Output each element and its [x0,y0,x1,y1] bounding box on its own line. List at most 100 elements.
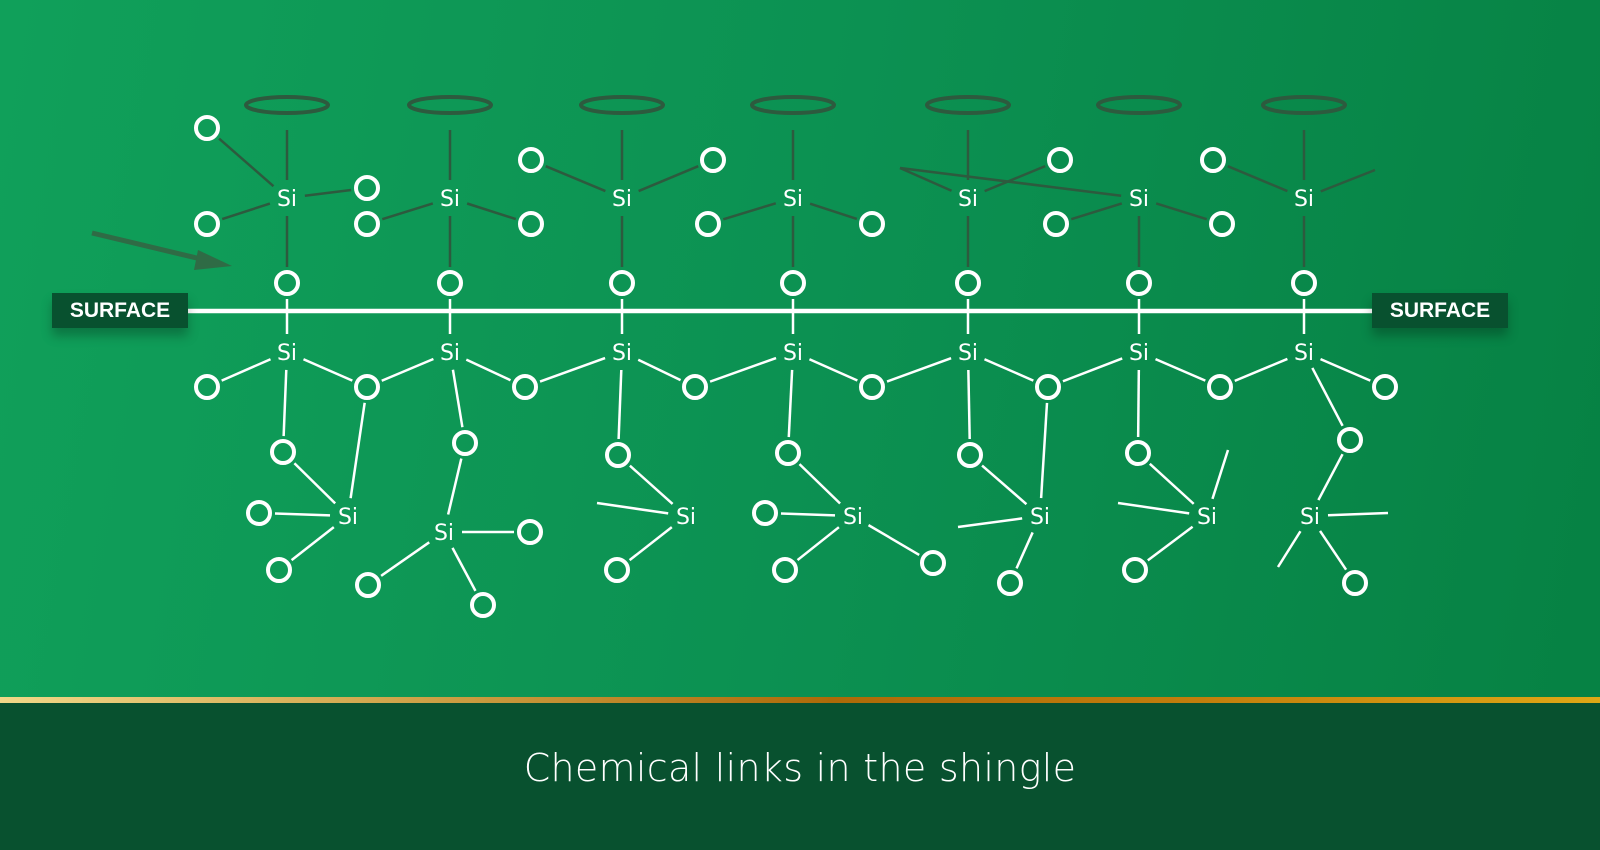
top-ring [1096,95,1182,115]
lower-bond [1318,530,1348,571]
silicon-atom-label: Si [958,187,978,212]
lower-bond [465,358,512,382]
oxygen-atom [354,175,380,201]
upper-bond [722,202,777,221]
upper-bond [221,202,271,221]
lower-bond [787,369,794,438]
lower-bond [981,464,1028,506]
oxygen-atom [470,592,496,618]
oxygen-atom [1342,570,1368,596]
lower-bond [1062,357,1123,383]
silicon-atom-label: Si [338,505,358,530]
lower-bond [1147,525,1194,562]
upper-bond [1320,168,1376,193]
oxygen-atom [270,439,296,465]
lower-bond [451,369,464,428]
upper-bond [984,164,1046,193]
oxygen-atom [437,270,463,296]
oxygen-atom [604,557,630,583]
lower-bond [780,512,836,517]
upper-bond [1227,165,1288,193]
lower-bond [1155,357,1206,382]
oxygen-atom [1126,270,1152,296]
lower-bond [1311,367,1344,427]
lower-bond [1317,453,1344,501]
oxygen-atom [609,270,635,296]
oxygen-atom [1047,147,1073,173]
oxygen-atom [354,211,380,237]
caption-band [0,703,1600,850]
arrow-head-icon [194,250,232,270]
lower-bond [1234,357,1288,383]
oxygen-atom [752,500,778,526]
oxygen-atom [1209,211,1235,237]
oxygen-atom [194,115,220,141]
oxygen-atom [194,211,220,237]
silicon-atom-label: Si [843,505,863,530]
lower-bond [1211,449,1230,500]
lower-bond [221,358,272,382]
oxygen-atom [920,550,946,576]
oxygen-atom [1122,557,1148,583]
lower-bond [709,356,777,383]
lower-bond [796,526,840,562]
oxygen-atom [1035,374,1061,400]
silicon-atom-label: Si [612,187,632,212]
silicon-atom-label: Si [277,187,297,212]
silicon-atom-label: Si [958,341,978,366]
oxygen-atom [997,570,1023,596]
lower-bond [451,547,477,592]
upper-bond [899,166,953,192]
lower-bond [617,369,623,440]
oxygen-atom [518,211,544,237]
oxygen-atom [517,519,543,545]
lower-bond [349,402,366,499]
oxygen-atom [780,270,806,296]
oxygen-atom [512,374,538,400]
oxygen-atom [246,500,272,526]
upper-bond [638,165,699,193]
lower-bond [1148,462,1195,505]
silicon-atom-label: Si [1300,505,1320,530]
silicon-atom-label: Si [1129,187,1149,212]
lower-bond [967,369,971,440]
lower-bond [1276,530,1302,568]
oxygen-atom [354,374,380,400]
oxygen-atom [274,270,300,296]
upper-bond [1155,202,1208,221]
lower-bond [446,458,463,515]
oxygen-atom [859,374,885,400]
silicon-atom-label: Si [1129,341,1149,366]
upper-bond [809,202,858,221]
top-ring [579,95,665,115]
lower-bond [1039,402,1049,499]
oxygen-atom [859,211,885,237]
upper-bond [1070,202,1123,221]
oxygen-atom [955,270,981,296]
top-ring [1261,95,1347,115]
oxygen-atom [194,374,220,400]
oxygen-atom [1043,211,1069,237]
oxygen-atom [772,557,798,583]
oxygen-atom [355,572,381,598]
oxygen-atom [1372,374,1398,400]
silicon-atom-label: Si [1197,505,1217,530]
oxygen-atom [1337,427,1363,453]
silicon-atom-label: Si [434,521,454,546]
lower-bond [867,524,920,556]
lower-bond [1320,357,1371,382]
lower-bond [290,526,335,562]
oxygen-atom [1291,270,1317,296]
oxygen-atom [682,374,708,400]
lower-bond [983,358,1034,382]
silicon-atom-label: Si [676,505,696,530]
lower-bond [886,356,952,383]
lower-bond [957,517,1023,529]
lower-bond [629,464,674,505]
lower-bond [798,463,841,505]
gold-divider [0,697,1600,703]
lower-bond [596,501,669,515]
oxygen-atom [957,442,983,468]
oxygen-atom [452,430,478,456]
silicon-atom-label: Si [783,187,803,212]
